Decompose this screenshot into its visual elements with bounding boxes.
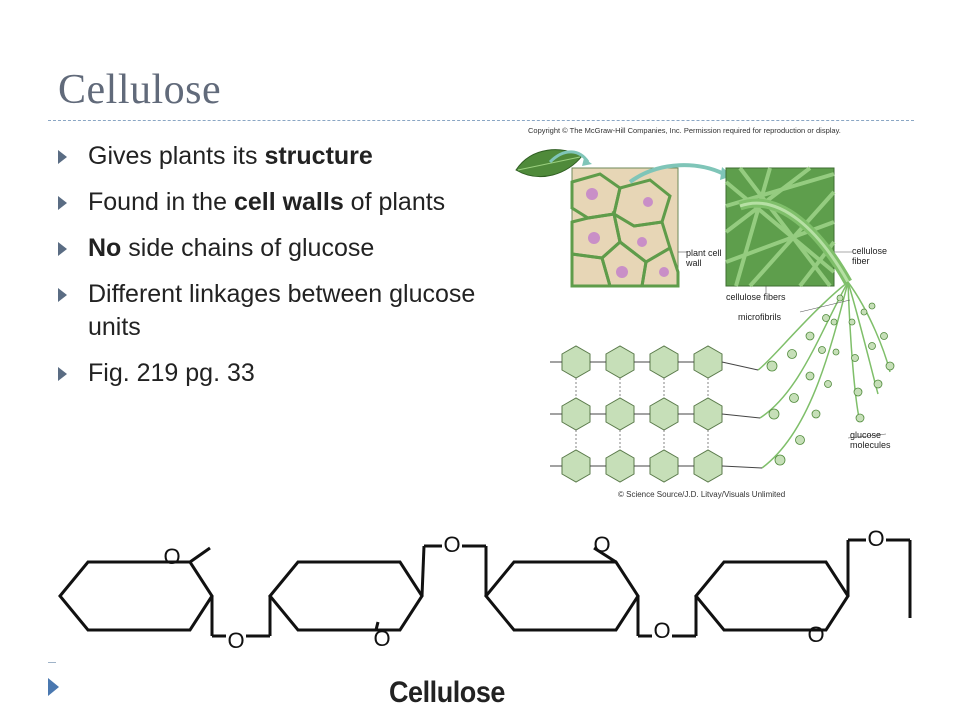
- bullet-item: Found in the cell walls of plants: [56, 186, 476, 219]
- bullet-item: No side chains of glucose: [56, 232, 476, 265]
- structure-caption: Cellulose: [389, 676, 505, 709]
- structural-formula-drawing: O O O O O O O O: [58, 526, 912, 653]
- title-divider: [48, 120, 914, 121]
- oxygen-atom: O: [807, 622, 824, 647]
- bullet-text: of plants: [343, 188, 446, 216]
- bullet-bold-text: No: [88, 234, 122, 262]
- image-credit: © Science Source/J.D. Litvay/Visuals Unl…: [618, 490, 786, 499]
- bullet-bold-text: cell walls: [233, 188, 344, 216]
- cellulose-fibers-image: [724, 166, 836, 288]
- plant-cell-wall-image: [570, 167, 680, 288]
- glucose-ring-rows: [561, 345, 723, 483]
- bullet-text: Gives plants its: [88, 142, 265, 170]
- bullet-text: Found in the: [88, 188, 234, 216]
- bullet-text: side chains of glucose: [121, 234, 375, 262]
- bullet-triangle-icon: [58, 367, 67, 381]
- glucose-chain-beads: [766, 294, 895, 466]
- oxygen-atom: O: [163, 544, 180, 569]
- slide-title: Cellulose: [58, 67, 222, 113]
- label-cellulose-fibers: cellulose fibers: [726, 292, 786, 302]
- bullet-triangle-icon: [58, 288, 67, 302]
- oxygen-atom: O: [653, 618, 670, 643]
- cellulose-illustration: Copyright © The McGraw-Hill Companies, I…: [510, 122, 910, 502]
- bullet-list: Gives plants its structure Found in the …: [56, 140, 476, 403]
- label-glucose-molecules: glucose molecules: [850, 430, 891, 450]
- bullet-item: Gives plants its structure: [56, 140, 476, 173]
- bullet-bold-text: structure: [264, 142, 373, 170]
- bullet-item: Different linkages between glucose units: [56, 278, 476, 344]
- slide-nav-triangle-icon: [48, 678, 59, 696]
- label-cellulose-fiber: cellulose fiber: [852, 246, 888, 266]
- bullet-text: Fig. 219 pg. 33: [88, 359, 255, 387]
- bullet-triangle-icon: [58, 150, 67, 164]
- oxygen-atom: O: [373, 626, 390, 651]
- copyright-notice: Copyright © The McGraw-Hill Companies, I…: [528, 126, 841, 135]
- leaf-icon: [515, 149, 592, 178]
- label-microfibrils: microfibrils: [738, 312, 782, 322]
- bullet-item: Fig. 219 pg. 33: [56, 357, 476, 390]
- oxygen-atom: O: [227, 628, 244, 653]
- oxygen-atom: O: [593, 532, 610, 557]
- oxygen-atom: O: [867, 526, 884, 551]
- cellulose-figure-drawing: [515, 149, 895, 483]
- oxygen-labels: O O O O O O O O: [163, 526, 884, 653]
- cellulose-structural-formula: O O O O O O O O: [46, 518, 926, 678]
- bullet-text: Different linkages between glucose units: [88, 280, 476, 341]
- oxygen-atom: O: [443, 532, 460, 557]
- bullet-triangle-icon: [58, 242, 67, 256]
- bullet-triangle-icon: [58, 196, 67, 210]
- label-plant-cell-wall: plant cell wall: [686, 248, 722, 268]
- slide-footer-mark: [48, 662, 56, 663]
